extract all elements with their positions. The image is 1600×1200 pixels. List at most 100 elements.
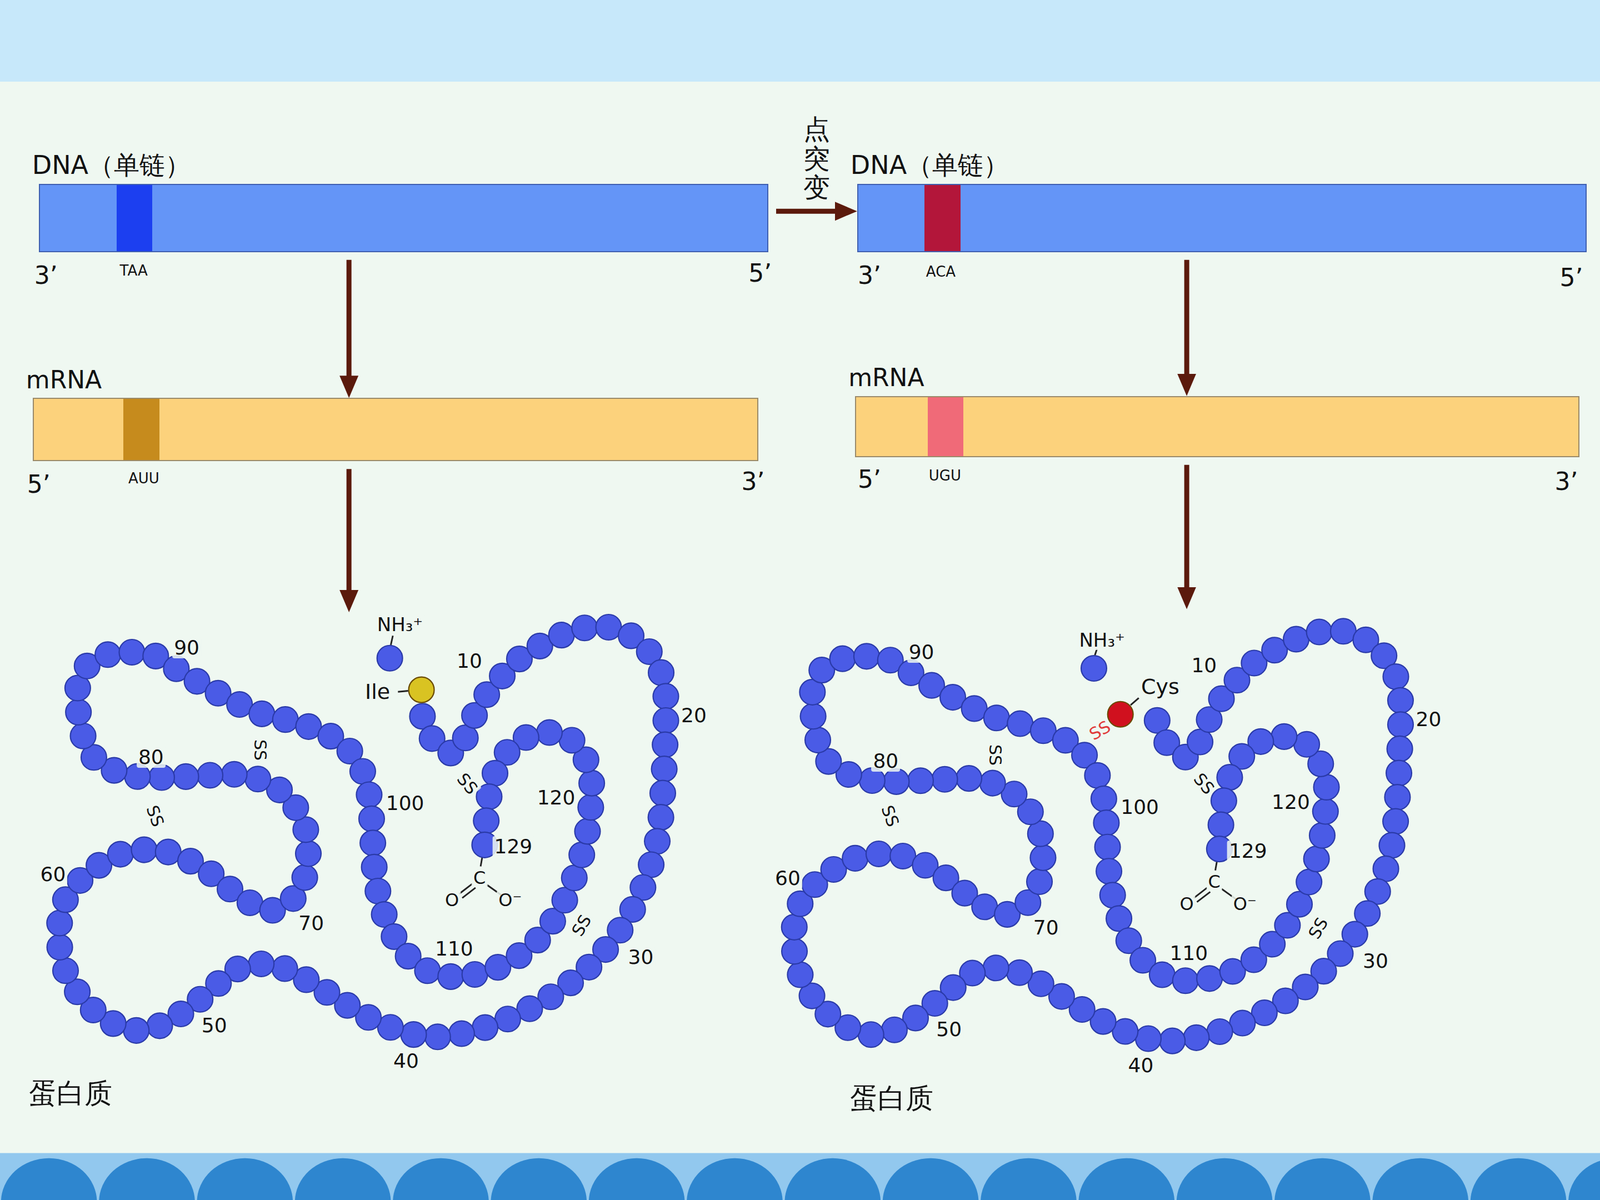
amino-acid bbox=[652, 732, 678, 758]
residue-label: 50 bbox=[934, 1018, 964, 1040]
residue-label: SS bbox=[142, 801, 168, 831]
amino-acid bbox=[842, 845, 868, 872]
amino-acid bbox=[292, 865, 318, 891]
wave bbox=[392, 1158, 489, 1200]
amino-acid bbox=[781, 914, 808, 940]
strand-label: 5’ bbox=[856, 466, 883, 493]
amino-acid bbox=[350, 758, 376, 784]
residue-label: 60 bbox=[38, 863, 68, 885]
residue-label: 120 bbox=[1270, 791, 1312, 813]
residue-label: 100 bbox=[1118, 796, 1161, 818]
bond-line bbox=[397, 690, 408, 692]
strand-label: 5’ bbox=[746, 260, 774, 287]
amino-acid bbox=[648, 660, 674, 686]
amino-acid bbox=[853, 643, 880, 669]
residue-label: 70 bbox=[296, 912, 326, 934]
residue-label: O⁻ bbox=[1231, 894, 1259, 914]
flow-arrow bbox=[346, 468, 352, 596]
amino-acid bbox=[360, 830, 386, 856]
residue-label: O bbox=[1178, 894, 1196, 914]
amino-acid bbox=[1306, 619, 1333, 645]
amino-acid bbox=[118, 639, 145, 665]
residue-label: 30 bbox=[626, 946, 656, 968]
amino-acid bbox=[1006, 960, 1033, 986]
amino-acid bbox=[983, 955, 1009, 981]
codon-band bbox=[924, 185, 960, 252]
amino-acid bbox=[1187, 729, 1213, 755]
amino-acid bbox=[272, 706, 299, 733]
amino-acid bbox=[651, 756, 678, 782]
amino-acid bbox=[1100, 882, 1126, 908]
amino-acid bbox=[295, 841, 322, 867]
residue-label: 129 bbox=[1227, 840, 1269, 862]
strand-label: 3’ bbox=[1552, 468, 1580, 495]
amino-acid bbox=[956, 765, 982, 792]
strand-label: 3’ bbox=[856, 262, 883, 289]
amino-acid bbox=[980, 770, 1006, 797]
amino-acid bbox=[472, 1015, 498, 1041]
strand-label: 3’ bbox=[740, 468, 767, 495]
amino-acid bbox=[1312, 798, 1339, 825]
codon-band bbox=[123, 398, 159, 460]
residue-label: 40 bbox=[1126, 1055, 1156, 1077]
flow-arrow bbox=[1184, 260, 1190, 380]
amino-acid bbox=[1091, 786, 1117, 812]
wave bbox=[686, 1158, 783, 1200]
amino-acid bbox=[365, 878, 391, 904]
wave bbox=[1372, 1158, 1469, 1200]
residue-label: SS bbox=[251, 737, 269, 763]
amino-acid bbox=[1309, 822, 1335, 849]
amino-acid bbox=[1135, 1026, 1162, 1052]
mrna-strand: mRNA bbox=[855, 396, 1580, 458]
amino-acid bbox=[787, 962, 813, 988]
amino-acid bbox=[1379, 832, 1405, 859]
bottom-waves bbox=[1, 1158, 1600, 1200]
residue-label: C bbox=[1206, 872, 1223, 892]
amino-acid bbox=[226, 691, 253, 718]
strand-label: 3’ bbox=[32, 262, 60, 289]
amino-acid bbox=[1229, 1010, 1255, 1037]
dna-strand: DNA（单链） bbox=[857, 183, 1587, 253]
strand-label: TAA bbox=[118, 262, 150, 279]
amino-acid bbox=[883, 768, 909, 795]
amino-acid bbox=[462, 961, 488, 988]
amino-acid bbox=[596, 614, 622, 640]
amino-acid bbox=[1387, 687, 1414, 714]
amino-acid bbox=[577, 794, 604, 820]
amino-acid bbox=[1081, 655, 1107, 682]
residue-label: SS bbox=[1304, 913, 1333, 944]
residue-label: 30 bbox=[1361, 950, 1390, 972]
amino-acid bbox=[1183, 1025, 1209, 1051]
amino-acid bbox=[1386, 760, 1412, 787]
amino-acid bbox=[248, 951, 274, 977]
strand-label: 5’ bbox=[25, 471, 53, 498]
amino-acid bbox=[653, 683, 679, 709]
wave bbox=[1176, 1158, 1273, 1200]
amino-acid bbox=[1387, 736, 1413, 762]
wave bbox=[1274, 1158, 1371, 1200]
amino-acid bbox=[131, 837, 157, 863]
amino-acid bbox=[890, 843, 916, 869]
amino-acid bbox=[1208, 812, 1234, 838]
residue-label: 90 bbox=[907, 641, 937, 663]
amino-acid bbox=[425, 1023, 451, 1050]
strand-heading: mRNA bbox=[848, 364, 924, 392]
residue-label: SS bbox=[452, 768, 483, 799]
amino-acid bbox=[1271, 723, 1297, 750]
residue-label: Cys bbox=[1139, 675, 1182, 698]
codon-band bbox=[927, 397, 964, 457]
amino-acid bbox=[147, 1012, 173, 1039]
bond-line bbox=[1130, 697, 1139, 705]
region-title: 蛋白质 bbox=[28, 1078, 113, 1109]
edge-label: 点突变 bbox=[803, 114, 830, 203]
amino-acid bbox=[653, 707, 679, 734]
wave bbox=[1078, 1158, 1175, 1200]
amino-acid bbox=[1216, 764, 1243, 790]
amino-acid bbox=[1387, 711, 1414, 738]
amino-acid bbox=[473, 807, 499, 834]
amino-acid bbox=[1196, 965, 1223, 992]
amino-acid bbox=[1373, 856, 1399, 882]
amino-acid bbox=[881, 1017, 908, 1043]
